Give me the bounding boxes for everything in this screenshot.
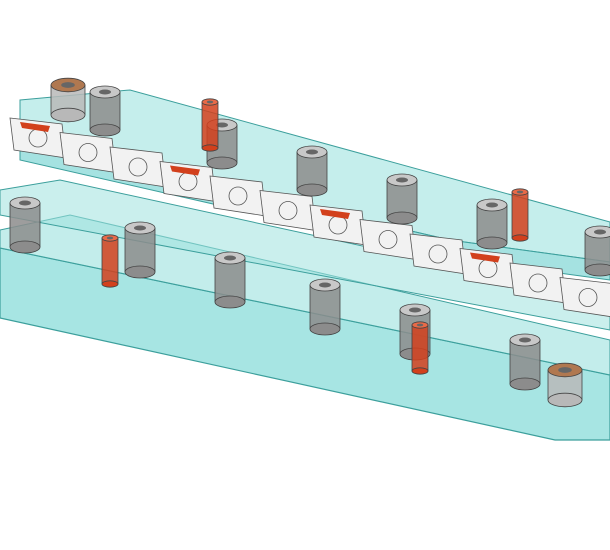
guide-posts xyxy=(9,77,610,408)
strip-station xyxy=(559,277,610,317)
guide-post xyxy=(386,173,418,225)
guide-post xyxy=(124,221,156,279)
guide-bushing xyxy=(50,77,86,123)
strip-station xyxy=(9,117,67,159)
cut-punch xyxy=(320,209,350,219)
spring xyxy=(101,234,119,288)
spring xyxy=(511,188,529,242)
strip-layout xyxy=(9,117,610,317)
strip-station xyxy=(159,161,217,202)
spring xyxy=(201,98,219,152)
guide-post xyxy=(9,196,41,254)
guide-post xyxy=(89,85,121,137)
guide-post xyxy=(214,251,246,309)
guide-post xyxy=(309,278,341,336)
spring xyxy=(411,321,429,375)
cut-punch xyxy=(20,122,50,132)
cut-punch xyxy=(470,252,500,263)
stripper-plate xyxy=(0,179,610,331)
strip-station xyxy=(209,175,267,217)
guide-post xyxy=(509,333,541,391)
strip-station xyxy=(459,248,517,289)
guide-post xyxy=(584,225,610,277)
guide-post xyxy=(476,198,508,250)
guide-bushing xyxy=(547,362,583,408)
strip-station xyxy=(259,190,317,231)
strip-station xyxy=(309,204,367,246)
guide-post xyxy=(296,145,328,197)
cut-punch xyxy=(170,165,200,176)
